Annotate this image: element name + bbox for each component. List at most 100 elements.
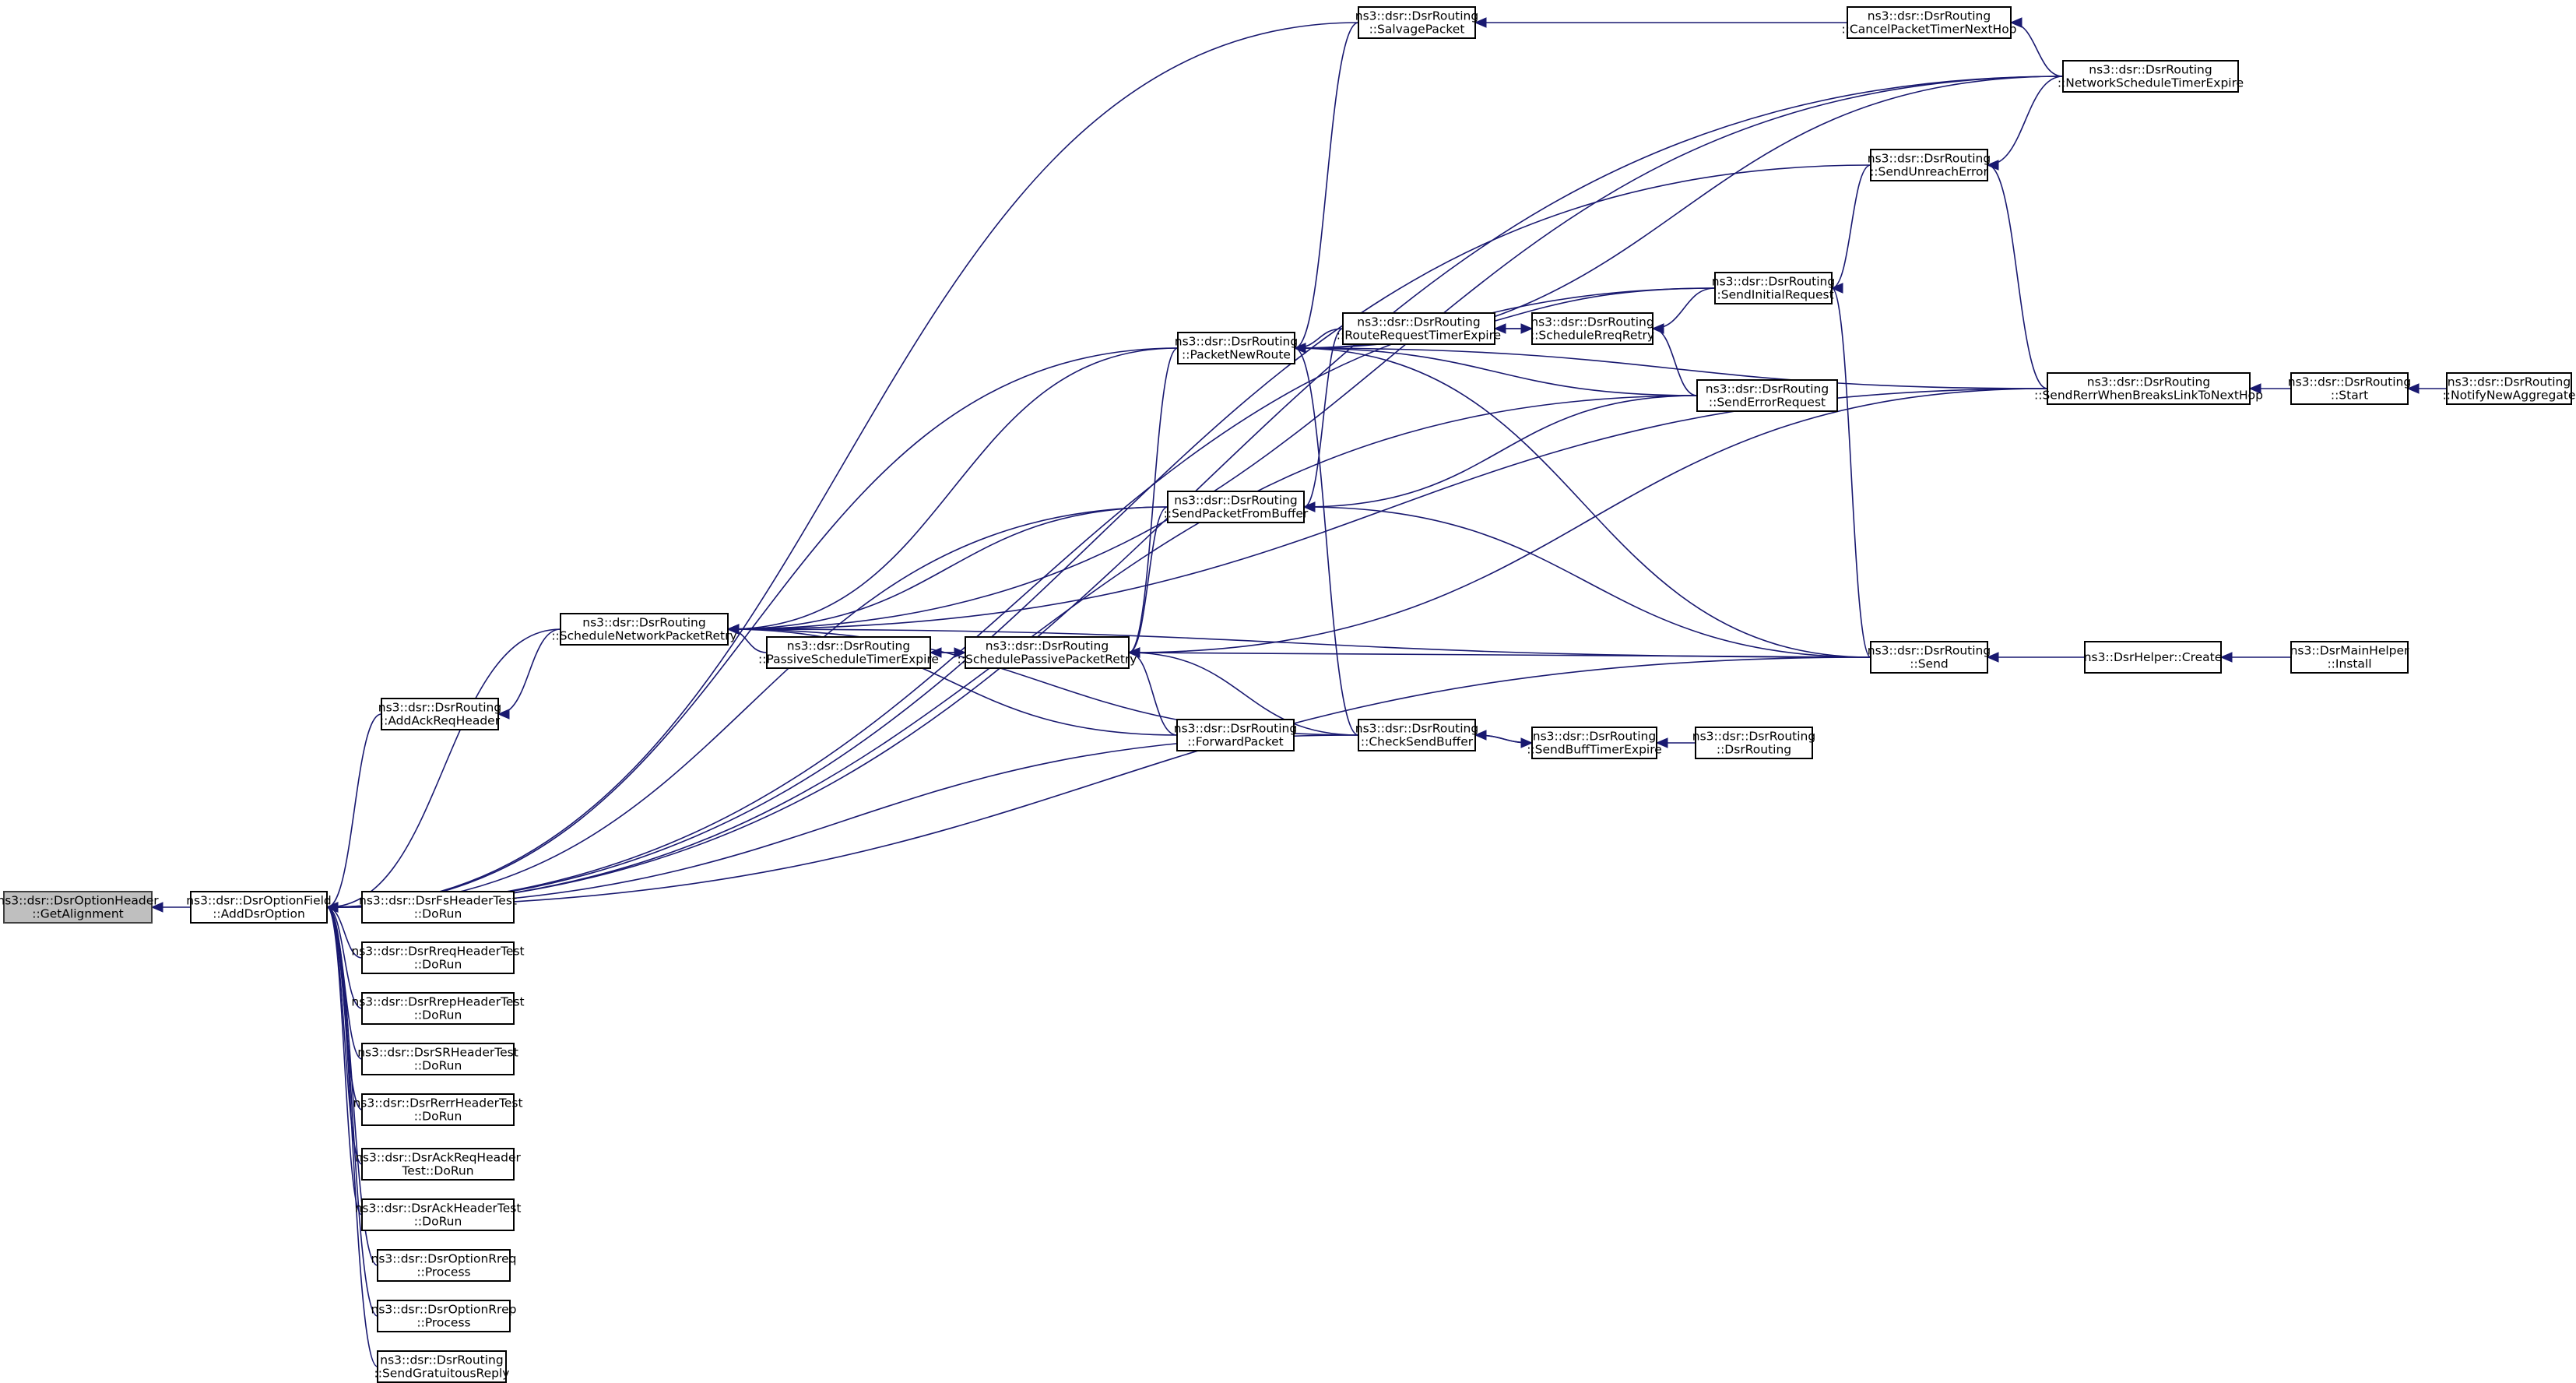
node-label: ns3::dsr::DsrRouting [1355, 722, 1478, 736]
node-label: ::SendPacketFromBuffer [1164, 507, 1309, 521]
node-box [965, 636, 1130, 669]
graph-node-getalign[interactable]: ns3::dsr::DsrOptionHeader::GetAlignment [0, 891, 159, 924]
edge-send-to-initreq [1831, 287, 1871, 658]
node-label: ::SendBuffTimerExpire [1527, 743, 1662, 757]
node-label: ns3::dsr::DsrRouting [2448, 375, 2571, 389]
node-label: ns3::DsrHelper::Create [2084, 650, 2223, 664]
graph-node-gratuitous[interactable]: ns3::dsr::DsrRouting::SendGratuitousRepl… [374, 1350, 510, 1383]
graph-node-errreq[interactable]: ns3::dsr::DsrRouting::SendErrorRequest [1696, 379, 1838, 412]
node-label: ::CancelPacketTimerNextHop [1841, 23, 2016, 37]
node-label: ::Install [2327, 657, 2371, 671]
edge-addack-to-adddsr [326, 713, 382, 908]
node-box [1167, 491, 1305, 523]
graph-node-mainhelper[interactable]: ns3::DsrMainHelper::Install [2290, 641, 2409, 674]
graph-node-srtest[interactable]: ns3::dsr::DsrSRHeaderTest::DoRun [357, 1043, 518, 1075]
graph-node-adddsr[interactable]: ns3::dsr::DsrOptionField::AddDsrOption [186, 891, 332, 924]
graph-node-forward[interactable]: ns3::dsr::DsrRouting::ForwardPacket [1174, 719, 1297, 751]
graph-node-addack[interactable]: ns3::dsr::DsrRouting::AddAckReqHeader [378, 698, 501, 730]
node-label: ns3::dsr::DsrFsHeaderTest [359, 894, 517, 908]
nodes-layer: ns3::dsr::DsrOptionHeader::GetAlignmentn… [0, 6, 2576, 1383]
graph-node-rreqtest[interactable]: ns3::dsr::DsrRreqHeaderTest::DoRun [351, 941, 525, 974]
node-label: ::SchedulePassivePacketRetry [958, 653, 1137, 667]
graph-node-start[interactable]: ns3::dsr::DsrRouting::Start [2288, 372, 2411, 405]
graph-node-rrepproc[interactable]: ns3::dsr::DsrOptionRrep::Process [371, 1300, 517, 1332]
edge-gratuitous-to-adddsr [326, 906, 378, 1367]
node-box [3, 891, 153, 924]
node-label: ::SalvagePacket [1369, 23, 1465, 37]
node-label: ns3::dsr::DsrRouting [787, 639, 910, 653]
graph-node-schedreq[interactable]: ns3::dsr::DsrRouting::ScheduleRreqRetry [1530, 312, 1654, 345]
node-box [1358, 6, 1476, 39]
arrowhead-icon [1520, 737, 1534, 748]
graph-node-routereq[interactable]: ns3::dsr::DsrRouting::RouteRequestTimerE… [1337, 312, 1501, 345]
graph-node-salvage[interactable]: ns3::dsr::DsrRouting::SalvagePacket [1355, 6, 1478, 39]
edge-netsched-to-cancel [2010, 22, 2064, 77]
node-box [361, 941, 515, 974]
node-label: ns3::dsr::DsrRouting [582, 616, 705, 630]
node-label: ns3::dsr::DsrRreqHeaderTest [351, 945, 524, 959]
graph-node-initreq[interactable]: ns3::dsr::DsrRouting::SendInitialRequest [1712, 272, 1835, 304]
arrowhead-icon [2406, 383, 2420, 394]
node-label: ::SendGratuitousReply [374, 1367, 510, 1381]
graph-node-notify[interactable]: ns3::dsr::DsrRouting::NotifyNewAggregate [2443, 372, 2576, 405]
edge-initreq-to-schedreq [1652, 287, 1716, 329]
node-label: ns3::dsr::DsrRouting [1530, 315, 1653, 329]
graph-node-sendbufexp[interactable]: ns3::dsr::DsrRouting::SendBuffTimerExpir… [1527, 727, 1662, 759]
edge-netsched-to-pktnew [1294, 76, 2064, 349]
edge-schednet-to-adddsr [326, 628, 561, 908]
graph-node-unreach[interactable]: ns3::dsr::DsrRouting::SendUnreachError [1868, 149, 1991, 181]
graph-node-pktnew[interactable]: ns3::dsr::DsrRouting::PacketNewRoute [1175, 332, 1298, 364]
graph-node-checkbuf[interactable]: ns3::dsr::DsrRouting::CheckSendBuffer [1355, 719, 1478, 751]
node-label: ::DoRun [414, 1059, 462, 1073]
node-box [361, 992, 515, 1025]
node-box [560, 613, 729, 646]
graph-node-netsched[interactable]: ns3::dsr::DsrRouting::NetworkScheduleTim… [2058, 60, 2244, 93]
graph-node-send[interactable]: ns3::dsr::DsrRouting::Send [1868, 641, 1991, 674]
node-label: ::ScheduleRreqRetry [1530, 329, 1654, 343]
node-box [361, 1198, 515, 1231]
graph-node-helpercreate[interactable]: ns3::DsrHelper::Create [2084, 641, 2223, 674]
node-box [2290, 372, 2409, 405]
graph-node-cancel[interactable]: ns3::dsr::DsrRouting::CancelPacketTimerN… [1841, 6, 2017, 39]
graph-node-rreqproc[interactable]: ns3::dsr::DsrOptionRreq::Process [371, 1249, 517, 1282]
edge-checkbuf-to-adddsr [326, 734, 1359, 908]
graph-node-sendbuf[interactable]: ns3::dsr::DsrRouting::SendPacketFromBuff… [1164, 491, 1309, 523]
graph-node-acktest[interactable]: ns3::dsr::DsrAckHeaderTest::DoRun [355, 1198, 522, 1231]
node-box [361, 1093, 515, 1126]
node-label: ns3::dsr::DsrOptionRrep [371, 1303, 517, 1317]
graph-node-fstest[interactable]: ns3::dsr::DsrFsHeaderTest::DoRun [359, 891, 517, 924]
node-box [1176, 719, 1295, 751]
graph-node-schedpass[interactable]: ns3::dsr::DsrRouting::SchedulePassivePac… [958, 636, 1137, 669]
node-label: ns3::dsr::DsrRouting [986, 639, 1109, 653]
edge-netsched-to-unreach [1987, 76, 2064, 166]
node-label: ::ScheduleNetworkPacketRetry [551, 629, 736, 643]
node-box [377, 1249, 511, 1282]
node-label: ns3::dsr::DsrRouting [1868, 644, 1991, 658]
node-label: ns3::dsr::DsrRouting [1692, 730, 1815, 744]
node-label: ::PassiveScheduleTimerExpire [758, 653, 939, 667]
arrowhead-icon [726, 624, 740, 635]
node-label: ::SendRerrWhenBreaksLinkToNextHop [2034, 389, 2263, 403]
arrowhead-icon [1830, 283, 1843, 294]
node-label: ns3::dsr::DsrAckReqHeader [355, 1151, 521, 1165]
node-box [381, 698, 499, 730]
edge-initreq-to-adddsr [326, 287, 1716, 908]
graph-node-rerrwhen[interactable]: ns3::dsr::DsrRouting::SendRerrWhenBreaks… [2034, 372, 2263, 405]
node-box [2047, 372, 2251, 405]
edge-salvage-to-adddsr [326, 22, 1359, 908]
edge-sendbuf-to-adddsr [326, 506, 1169, 908]
node-box [2084, 641, 2222, 674]
graph-node-rreptest[interactable]: ns3::dsr::DsrRrepHeaderTest::DoRun [351, 992, 525, 1025]
graph-node-schednet[interactable]: ns3::dsr::DsrRouting::ScheduleNetworkPac… [551, 613, 737, 646]
node-label: ::DoRun [414, 1110, 462, 1124]
node-label: ns3::dsr::DsrRouting [1174, 722, 1297, 736]
node-label: ::Process [416, 1316, 470, 1330]
edge-send-to-sendbuf [1303, 506, 1871, 658]
node-label: ::SendUnreachError [1870, 165, 1988, 179]
graph-node-rerrtest[interactable]: ns3::dsr::DsrRerrHeaderTest::DoRun [353, 1093, 523, 1126]
arrowhead-icon [497, 709, 510, 720]
graph-node-passive[interactable]: ns3::dsr::DsrRouting::PassiveScheduleTim… [758, 636, 939, 669]
graph-node-dsrrouting[interactable]: ns3::dsr::DsrRouting::DsrRouting [1692, 727, 1815, 759]
